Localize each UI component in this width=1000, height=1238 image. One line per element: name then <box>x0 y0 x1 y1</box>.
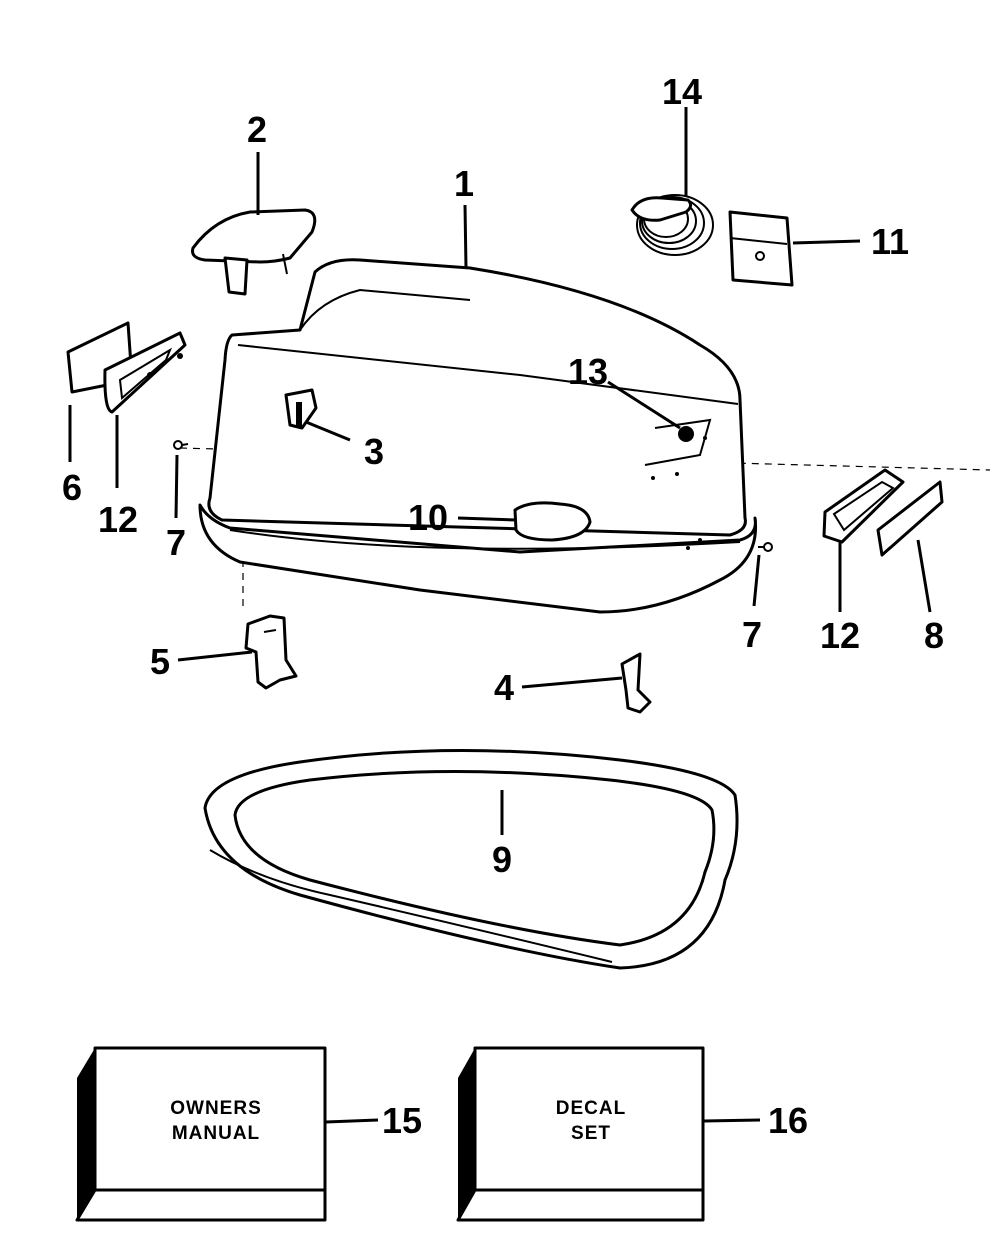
owners-manual-box: OWNERS MANUAL <box>75 1046 327 1222</box>
callout-15: 15 <box>382 1100 422 1141</box>
lanyard-coil <box>630 194 714 256</box>
callout-16: 16 <box>768 1100 808 1141</box>
owners-manual-line1: OWNERS <box>170 1098 262 1119</box>
decal-set-line1: DECAL <box>556 1098 626 1119</box>
callout-6: 6 <box>62 467 82 508</box>
left-bracket <box>244 614 298 690</box>
lanyard-card <box>728 210 794 287</box>
right-bracket <box>620 652 652 714</box>
owners-manual-line2: MANUAL <box>172 1123 260 1144</box>
callout-7-left: 7 <box>166 522 186 563</box>
callout-3: 3 <box>364 431 384 472</box>
cover-cap <box>191 208 317 296</box>
callout-12-left: 12 <box>98 499 138 540</box>
callout-8: 8 <box>924 615 944 656</box>
left-screw <box>173 440 189 450</box>
callout-7-right: 7 <box>742 614 762 655</box>
callout-5: 5 <box>150 641 170 682</box>
decal-set-box: DECAL SET <box>456 1046 705 1222</box>
callout-13: 13 <box>568 351 608 392</box>
right-gasket <box>822 468 905 544</box>
decal-blob <box>513 501 592 542</box>
decal-set-line2: SET <box>571 1123 611 1144</box>
callout-2: 2 <box>247 109 267 150</box>
seal-ring <box>203 749 739 970</box>
right-screw <box>758 542 773 552</box>
callout-10: 10 <box>408 497 448 538</box>
callout-11: 11 <box>871 221 909 262</box>
callout-numbers: 1 2 3 4 5 6 7 7 8 9 10 11 12 12 13 14 15… <box>62 71 944 1141</box>
leader-lines <box>68 107 932 1124</box>
left-gasket <box>103 331 187 414</box>
callout-14: 14 <box>662 71 702 112</box>
callout-9: 9 <box>492 839 512 880</box>
callout-1: 1 <box>454 163 474 204</box>
right-decal-plate <box>876 480 944 557</box>
callout-4: 4 <box>494 667 514 708</box>
callout-12-right: 12 <box>820 615 860 656</box>
motor-cover <box>198 258 758 614</box>
